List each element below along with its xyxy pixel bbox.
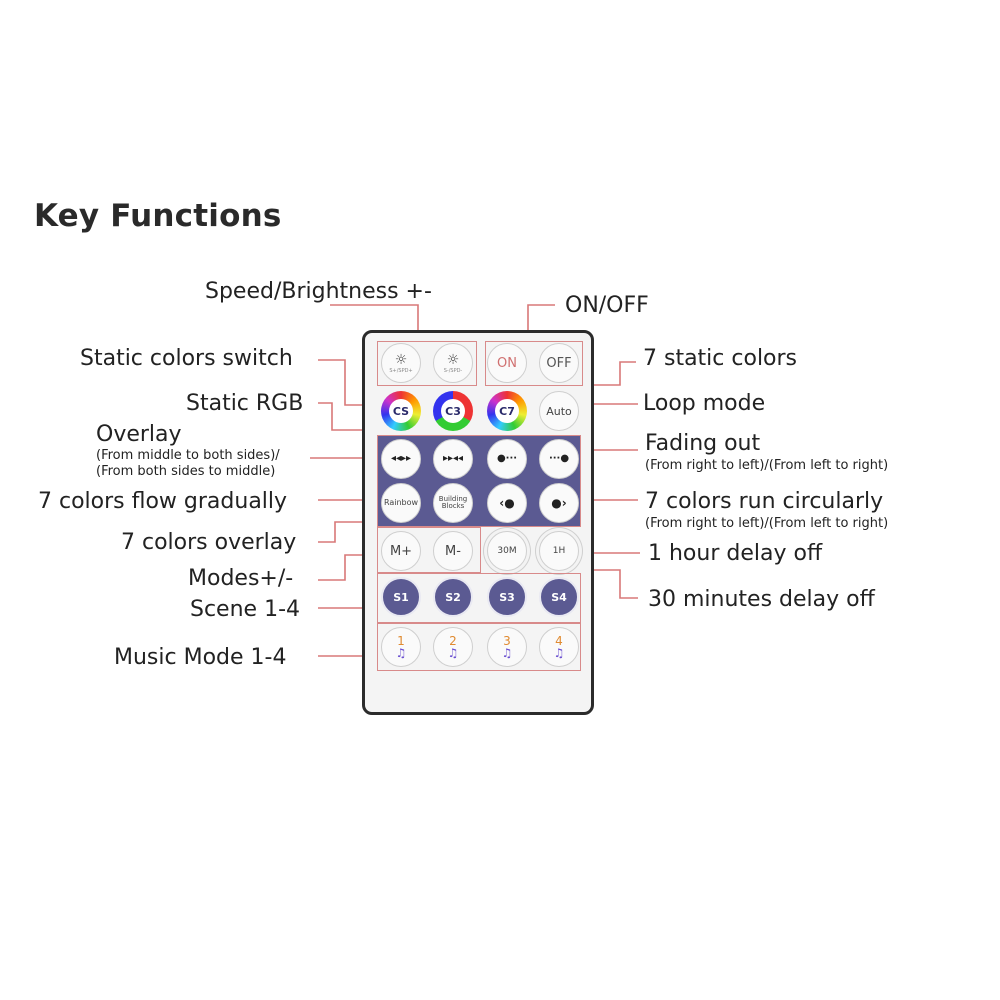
house-icon: S3 [499,590,515,604]
fade-left-button[interactable]: ●··· [487,439,527,479]
run-right-icon: ●› [551,496,567,510]
music-2-button[interactable]: 2 ♫ [433,627,473,667]
speed-group [377,341,477,386]
label-1-hour-delay: 1 hour delay off [648,541,823,566]
label-fading-out: Fading out [645,431,761,456]
overlay-in-button[interactable]: ▸▸◂◂ [433,439,473,479]
timer-30m-button[interactable]: 30M [487,531,527,571]
fade-left-icon: ●··· [496,453,518,464]
music-1-button[interactable]: 1 ♫ [381,627,421,667]
music-note-icon: ♫ [395,646,407,660]
speed-minus-button[interactable]: ☼ S-/SPD- [433,343,473,383]
timer-1h-button[interactable]: 1H [539,531,579,571]
arrows-in-icon: ▸▸◂◂ [442,453,464,464]
c7-button[interactable]: C7 [487,391,527,431]
label-loop-mode: Loop mode [643,391,766,416]
house-icon: S2 [445,590,461,604]
label-7-colors-flow: 7 colors flow gradually [38,489,288,514]
sun-icon: ☼ [446,351,460,368]
power-group [485,341,583,386]
label-scene: Scene 1-4 [190,597,300,622]
scene-3-button[interactable]: S3 [487,577,527,617]
scene-4-button[interactable]: S4 [539,577,579,617]
label-static-rgb: Static RGB [186,391,304,416]
mode-plus-button[interactable]: M+ [381,531,421,571]
cs-button[interactable]: CS [381,391,421,431]
sun-icon: ☼ [394,351,408,368]
label-7-colors-run: 7 colors run circularly [645,489,884,514]
rainbow-button[interactable]: Rainbow [381,483,421,523]
page-title: Key Functions [34,198,282,234]
auto-button[interactable]: Auto [539,391,579,431]
music-note-icon: ♫ [447,646,459,660]
label-overlay-sub2: (From both sides to middle) [96,464,276,479]
music-note-icon: ♫ [501,646,513,660]
label-speed-brightness: Speed/Brightness +- [205,279,432,304]
fade-right-icon: ···● [548,453,570,464]
music-4-button[interactable]: 4 ♫ [539,627,579,667]
label-7-static-colors: 7 static colors [643,346,798,371]
music-group [377,623,581,671]
label-modes: Modes+/- [188,566,294,591]
modes-group [377,527,481,573]
on-button[interactable]: ON [487,343,527,383]
label-7-colors-run-sub: (From right to left)/(From left to right… [645,516,889,531]
speed-plus-button[interactable]: ☼ S+/SPD+ [381,343,421,383]
c3-button[interactable]: C3 [433,391,473,431]
mode-minus-button[interactable]: M- [433,531,473,571]
label-7-colors-overlay: 7 colors overlay [121,530,297,555]
music-note-icon: ♫ [553,646,565,660]
run-left-button[interactable]: ‹● [487,483,527,523]
label-fading-out-sub: (From right to left)/(From left to right… [645,458,889,473]
house-icon: S1 [393,590,409,604]
label-static-colors-switch: Static colors switch [80,346,293,371]
run-left-icon: ‹● [499,496,515,510]
label-overlay: Overlay [96,422,182,447]
remote-control: ☼ S+/SPD+ ☼ S-/SPD- ON OFF CS C3 C7 Auto… [362,330,594,715]
scene-2-button[interactable]: S2 [433,577,473,617]
off-button[interactable]: OFF [539,343,579,383]
building-blocks-button[interactable]: Building Blocks [433,483,473,523]
label-30-min-delay: 30 minutes delay off [648,587,875,612]
label-music-mode: Music Mode 1-4 [114,645,287,670]
fade-right-button[interactable]: ···● [539,439,579,479]
music-3-button[interactable]: 3 ♫ [487,627,527,667]
label-overlay-sub1: (From middle to both sides)/ [96,448,280,463]
house-icon: S4 [551,590,567,604]
overlay-out-button[interactable]: ◂◂▸▸ [381,439,421,479]
scene-group [377,573,581,623]
arrows-out-icon: ◂◂▸▸ [390,453,412,464]
scene-1-button[interactable]: S1 [381,577,421,617]
label-on-off: ON/OFF [565,293,649,318]
run-right-button[interactable]: ●› [539,483,579,523]
